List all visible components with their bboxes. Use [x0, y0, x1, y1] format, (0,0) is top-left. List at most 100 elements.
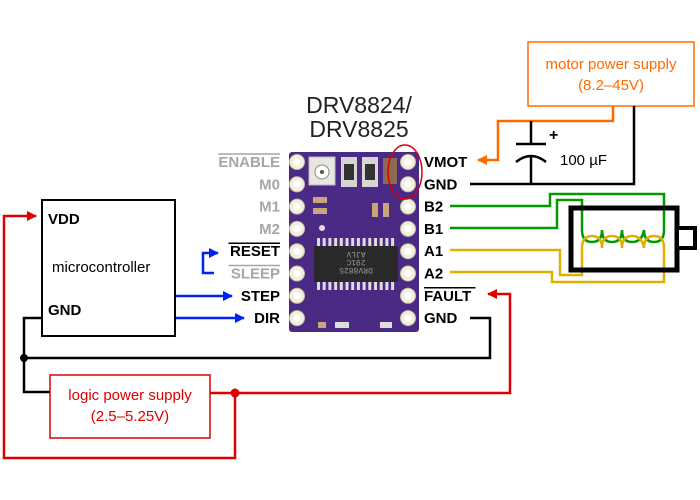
- chip-pin: [379, 282, 383, 290]
- pin-label-b2: B2: [424, 199, 443, 216]
- capacitor-symbol: [515, 121, 547, 184]
- header-pin-hole: [404, 247, 412, 255]
- smd-part: [318, 322, 326, 328]
- chip-pin: [385, 282, 389, 290]
- motor-power-supply-box: [527, 41, 695, 107]
- chip-pin: [351, 282, 355, 290]
- header-pin-hole: [293, 270, 301, 277]
- logic-ground-wire: [22, 358, 50, 394]
- header-pin-hole: [293, 203, 301, 211]
- vdd-wire: [2, 211, 237, 460]
- title-line-2: DRV8825: [309, 116, 408, 142]
- header-pin-hole: [404, 203, 412, 211]
- pin-label-enable: ENABLE: [218, 154, 280, 171]
- pin-label-vmot: VMOT: [424, 154, 467, 171]
- logic-power-supply-box: [49, 374, 211, 439]
- chip-pin: [328, 282, 332, 290]
- smd-part: [383, 203, 389, 217]
- smd-part: [335, 322, 349, 328]
- mcu-gnd-label: GND: [48, 302, 82, 319]
- chip-pin: [322, 238, 326, 246]
- pin-label-gnd: GND: [424, 310, 458, 327]
- ground-wire: [22, 316, 492, 360]
- chip-pin: [379, 238, 383, 246]
- motor-supply-label: motor power supply: [546, 56, 677, 73]
- pin-label-a2: A2: [424, 266, 443, 283]
- b1-wire: [450, 198, 584, 230]
- mcu-name: microcontroller: [52, 259, 150, 276]
- chip-marking-3: AJLV: [346, 249, 365, 258]
- logic-supply-range: (2.5–5.25V): [91, 408, 169, 425]
- header-pin-hole: [293, 158, 301, 166]
- chip-pin: [368, 282, 372, 290]
- chip-pin: [339, 238, 343, 246]
- chip-pin: [356, 238, 360, 246]
- chip-pin: [345, 238, 349, 246]
- pin-label-reset: RESET: [230, 243, 280, 260]
- fault-pullup-wire: [210, 289, 512, 395]
- ground-junction: [20, 354, 28, 362]
- logic-supply-label: logic power supply: [68, 387, 192, 404]
- motor-shaft: [675, 226, 697, 250]
- pin-label-sleep: SLEEP: [231, 266, 280, 283]
- chip-pin: [362, 238, 366, 246]
- sense-resistor-1-body: [344, 164, 354, 180]
- chip-pin: [391, 282, 395, 290]
- smd-part: [313, 197, 327, 203]
- chip-pins: [317, 238, 395, 290]
- capacitor-value: 100 µF: [560, 152, 607, 169]
- motor-supply-range: (8.2–45V): [578, 77, 644, 94]
- coil-a: [580, 234, 666, 249]
- coil-b: [580, 229, 666, 244]
- chip-pin: [334, 282, 338, 290]
- header-pin-hole: [404, 292, 412, 300]
- sense-resistor-2-body: [365, 164, 375, 180]
- reset-sleep-jumper: [201, 248, 219, 275]
- chip-pin: [385, 238, 389, 246]
- chip-pin: [339, 282, 343, 290]
- header-pin-hole: [293, 292, 301, 300]
- chip-pin: [334, 238, 338, 246]
- chip-pin: [368, 238, 372, 246]
- capacitor-polarity: +: [549, 127, 558, 144]
- vmot-wire: [477, 106, 615, 165]
- smd-part: [372, 203, 378, 217]
- header-pins: [289, 154, 416, 327]
- via: [319, 225, 325, 231]
- chip-pin: [391, 238, 395, 246]
- header-pin-hole: [404, 180, 412, 188]
- header-pin-hole: [293, 225, 301, 233]
- chip-pin: [374, 238, 377, 246]
- pin-label-fault: FAULT: [424, 288, 471, 305]
- header-pin-hole: [293, 180, 301, 188]
- header-pin-hole: [404, 158, 412, 166]
- pin-label-gnd: GND: [424, 176, 458, 193]
- microcontroller-box: [41, 199, 176, 337]
- pin-label-dir: DIR: [254, 310, 280, 327]
- chip-pin: [345, 282, 349, 290]
- chip-marking-2: 291C: [346, 257, 365, 266]
- a2-wire: [450, 248, 666, 284]
- motor-ground-wire: [470, 106, 636, 186]
- logic-power-junction: [230, 388, 240, 398]
- header-pin-hole: [404, 225, 412, 233]
- capacitor-smd: [383, 158, 397, 184]
- highlight-circle: [387, 144, 423, 200]
- pin-label-m0: M0: [259, 176, 280, 193]
- a1-wire: [450, 248, 584, 277]
- pin-label-m1: M1: [259, 199, 280, 216]
- title-line-1: DRV8824/: [306, 92, 412, 118]
- pin-label-m2: M2: [259, 221, 280, 238]
- header-pin-hole: [404, 270, 412, 277]
- potentiometer-center: [320, 170, 324, 174]
- chip-pin: [322, 282, 326, 290]
- drv8825-board: DRV8825 291C AJLV: [289, 152, 419, 332]
- chip-pin: [362, 282, 366, 290]
- smd-part: [313, 208, 327, 214]
- smd-part: [380, 322, 392, 328]
- mcu-vdd-label: VDD: [48, 211, 80, 228]
- header-pin-hole: [293, 314, 301, 322]
